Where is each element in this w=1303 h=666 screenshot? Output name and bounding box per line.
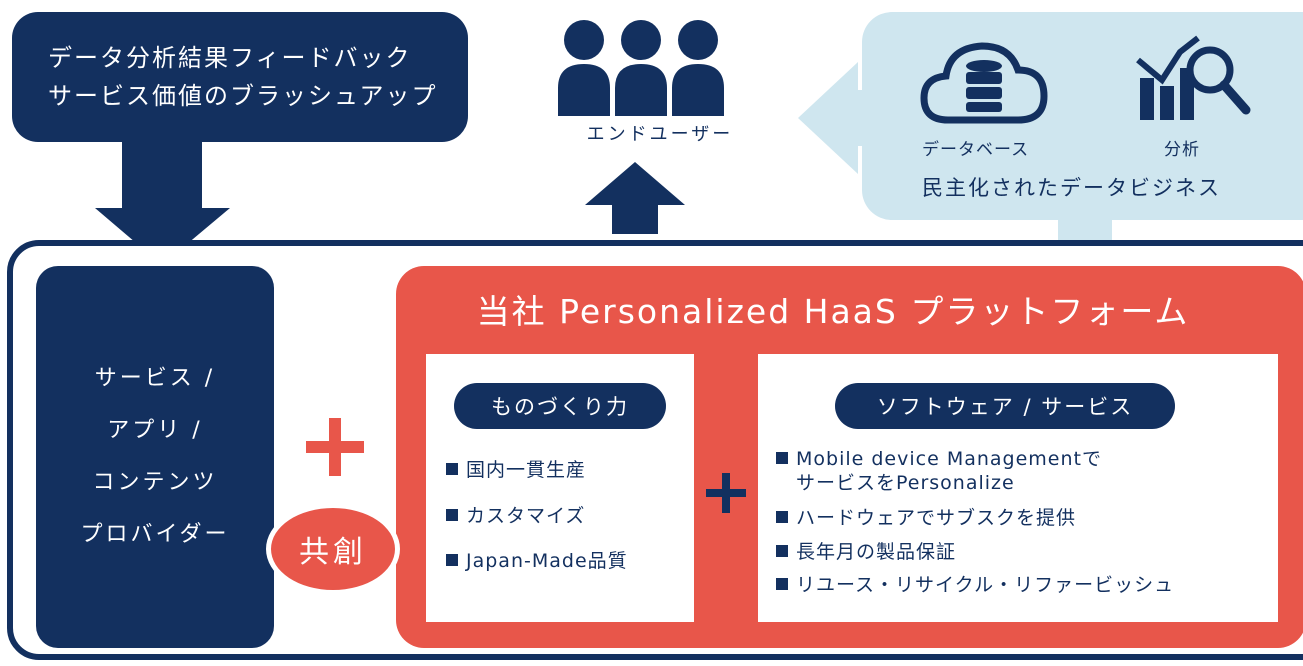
bullet-square-icon [776, 578, 788, 590]
list-item-continued: サービスをPersonalize [796, 472, 1015, 494]
provider-line-1: サービス / [94, 366, 216, 391]
bullet-square-icon [446, 463, 458, 475]
feedback-line-1: データ分析結果フィードバック [48, 44, 412, 72]
list-item: ハードウェアでサブスクを提供 [776, 506, 1076, 530]
provider-line-2: アプリ / [107, 418, 203, 443]
list-item: Japan-Made品質 [446, 549, 628, 573]
list-item: 長年月の製品保証 [776, 540, 956, 564]
feedback-line-2: サービス価値のブラッシュアップ [48, 82, 438, 110]
feedback-arrow-head [95, 208, 230, 265]
database-label: データベース [922, 140, 1030, 160]
analysis-icon [1136, 35, 1251, 120]
software-heading: ソフトウェア / サービス [835, 383, 1175, 429]
plus-icon [706, 473, 746, 513]
bullet-square-icon [776, 452, 788, 464]
feedback-arrow-stem [122, 140, 202, 210]
provider-line-3: コンテンツ [92, 470, 218, 495]
analysis-label: 分析 [1164, 140, 1200, 160]
end-user-label: エンドユーザー [586, 124, 734, 145]
end-users-icon [558, 20, 724, 116]
data-to-enduser-arrow [798, 62, 870, 174]
list-item: リユース・リサイクル・リファービッシュ [776, 573, 1174, 597]
bullet-square-icon [776, 511, 788, 523]
bullet-square-icon [446, 509, 458, 521]
database-cloud-icon [920, 42, 1048, 124]
platform-title: 当社 Personalized HaaS プラットフォーム [476, 292, 1190, 331]
list-item: Mobile device Managementで [776, 447, 1102, 471]
enduser-up-arrow-head [585, 162, 685, 205]
enduser-up-arrow-stem [612, 204, 658, 234]
data-business-title: 民主化されたデータビジネス [922, 176, 1221, 200]
provider-box: サービス / アプリ / コンテンツ プロバイダー [36, 266, 274, 648]
bullet-square-icon [446, 554, 458, 566]
feedback-box: データ分析結果フィードバック サービス価値のブラッシュアップ [12, 12, 468, 142]
bullet-square-icon [776, 545, 788, 557]
list-item: カスタマイズ [446, 504, 585, 528]
provider-line-4: プロバイダー [80, 522, 230, 547]
plus-icon-cocreation [306, 418, 364, 476]
list-item: 国内一貫生産 [446, 458, 586, 482]
manufacturing-heading: ものづくり力 [454, 383, 666, 429]
cocreation-badge: 共創 [266, 503, 400, 595]
